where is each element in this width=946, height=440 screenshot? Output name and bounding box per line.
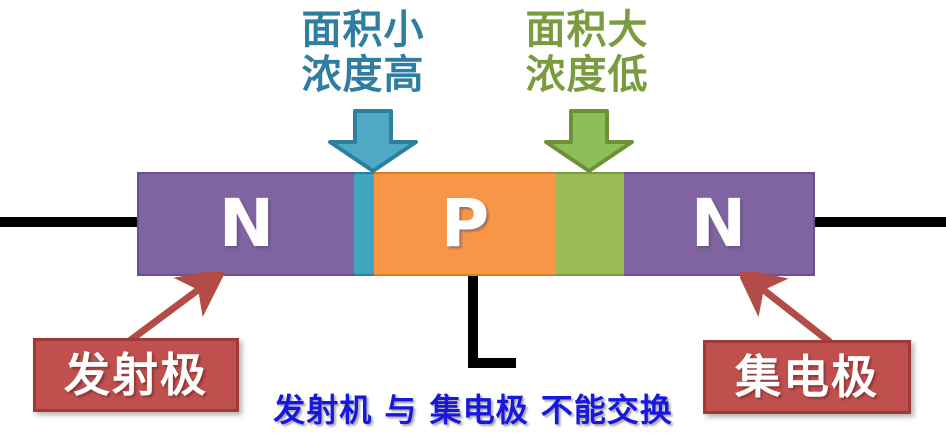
emitter-pointer-arrow-icon [125,272,228,345]
segment-emitter-junction-strip [354,172,374,276]
segment-emitter-n-label: N [218,185,275,262]
blue-down-arrow-icon [328,109,418,173]
segment-base-p-label: P [440,185,490,262]
callout-collector-label: 集电极 [735,350,879,404]
transistor-structure-bar: N P N [137,172,815,276]
collector-lead-wire [810,217,946,227]
annotation-large-area: 面积大 浓度低 [492,8,682,98]
bottom-caption: 发射机 与 集电极 不能交换 [273,391,673,429]
annotation-small-area-line2: 浓度高 [301,52,425,98]
annotation-small-area-line1: 面积小 [301,7,425,53]
collector-pointer-arrow-icon [740,272,833,345]
segment-emitter-n: N [137,172,354,276]
emitter-lead-wire [0,217,140,227]
callout-emitter-label: 发射极 [64,348,208,402]
segment-collector-n: N [624,172,815,276]
segment-base-p: P [374,172,556,276]
callout-emitter: 发射极 [33,338,239,412]
base-lead-wire-vertical [468,274,478,368]
annotation-small-area: 面积小 浓度高 [268,8,458,98]
green-down-arrow-icon [544,109,634,173]
segment-collector-junction-strip [556,172,624,276]
callout-collector: 集电极 [703,340,911,414]
base-lead-wire-horizontal [468,358,516,368]
annotation-large-area-line2: 浓度低 [525,52,649,98]
segment-collector-n-label: N [690,185,747,262]
annotation-large-area-line1: 面积大 [525,7,649,53]
